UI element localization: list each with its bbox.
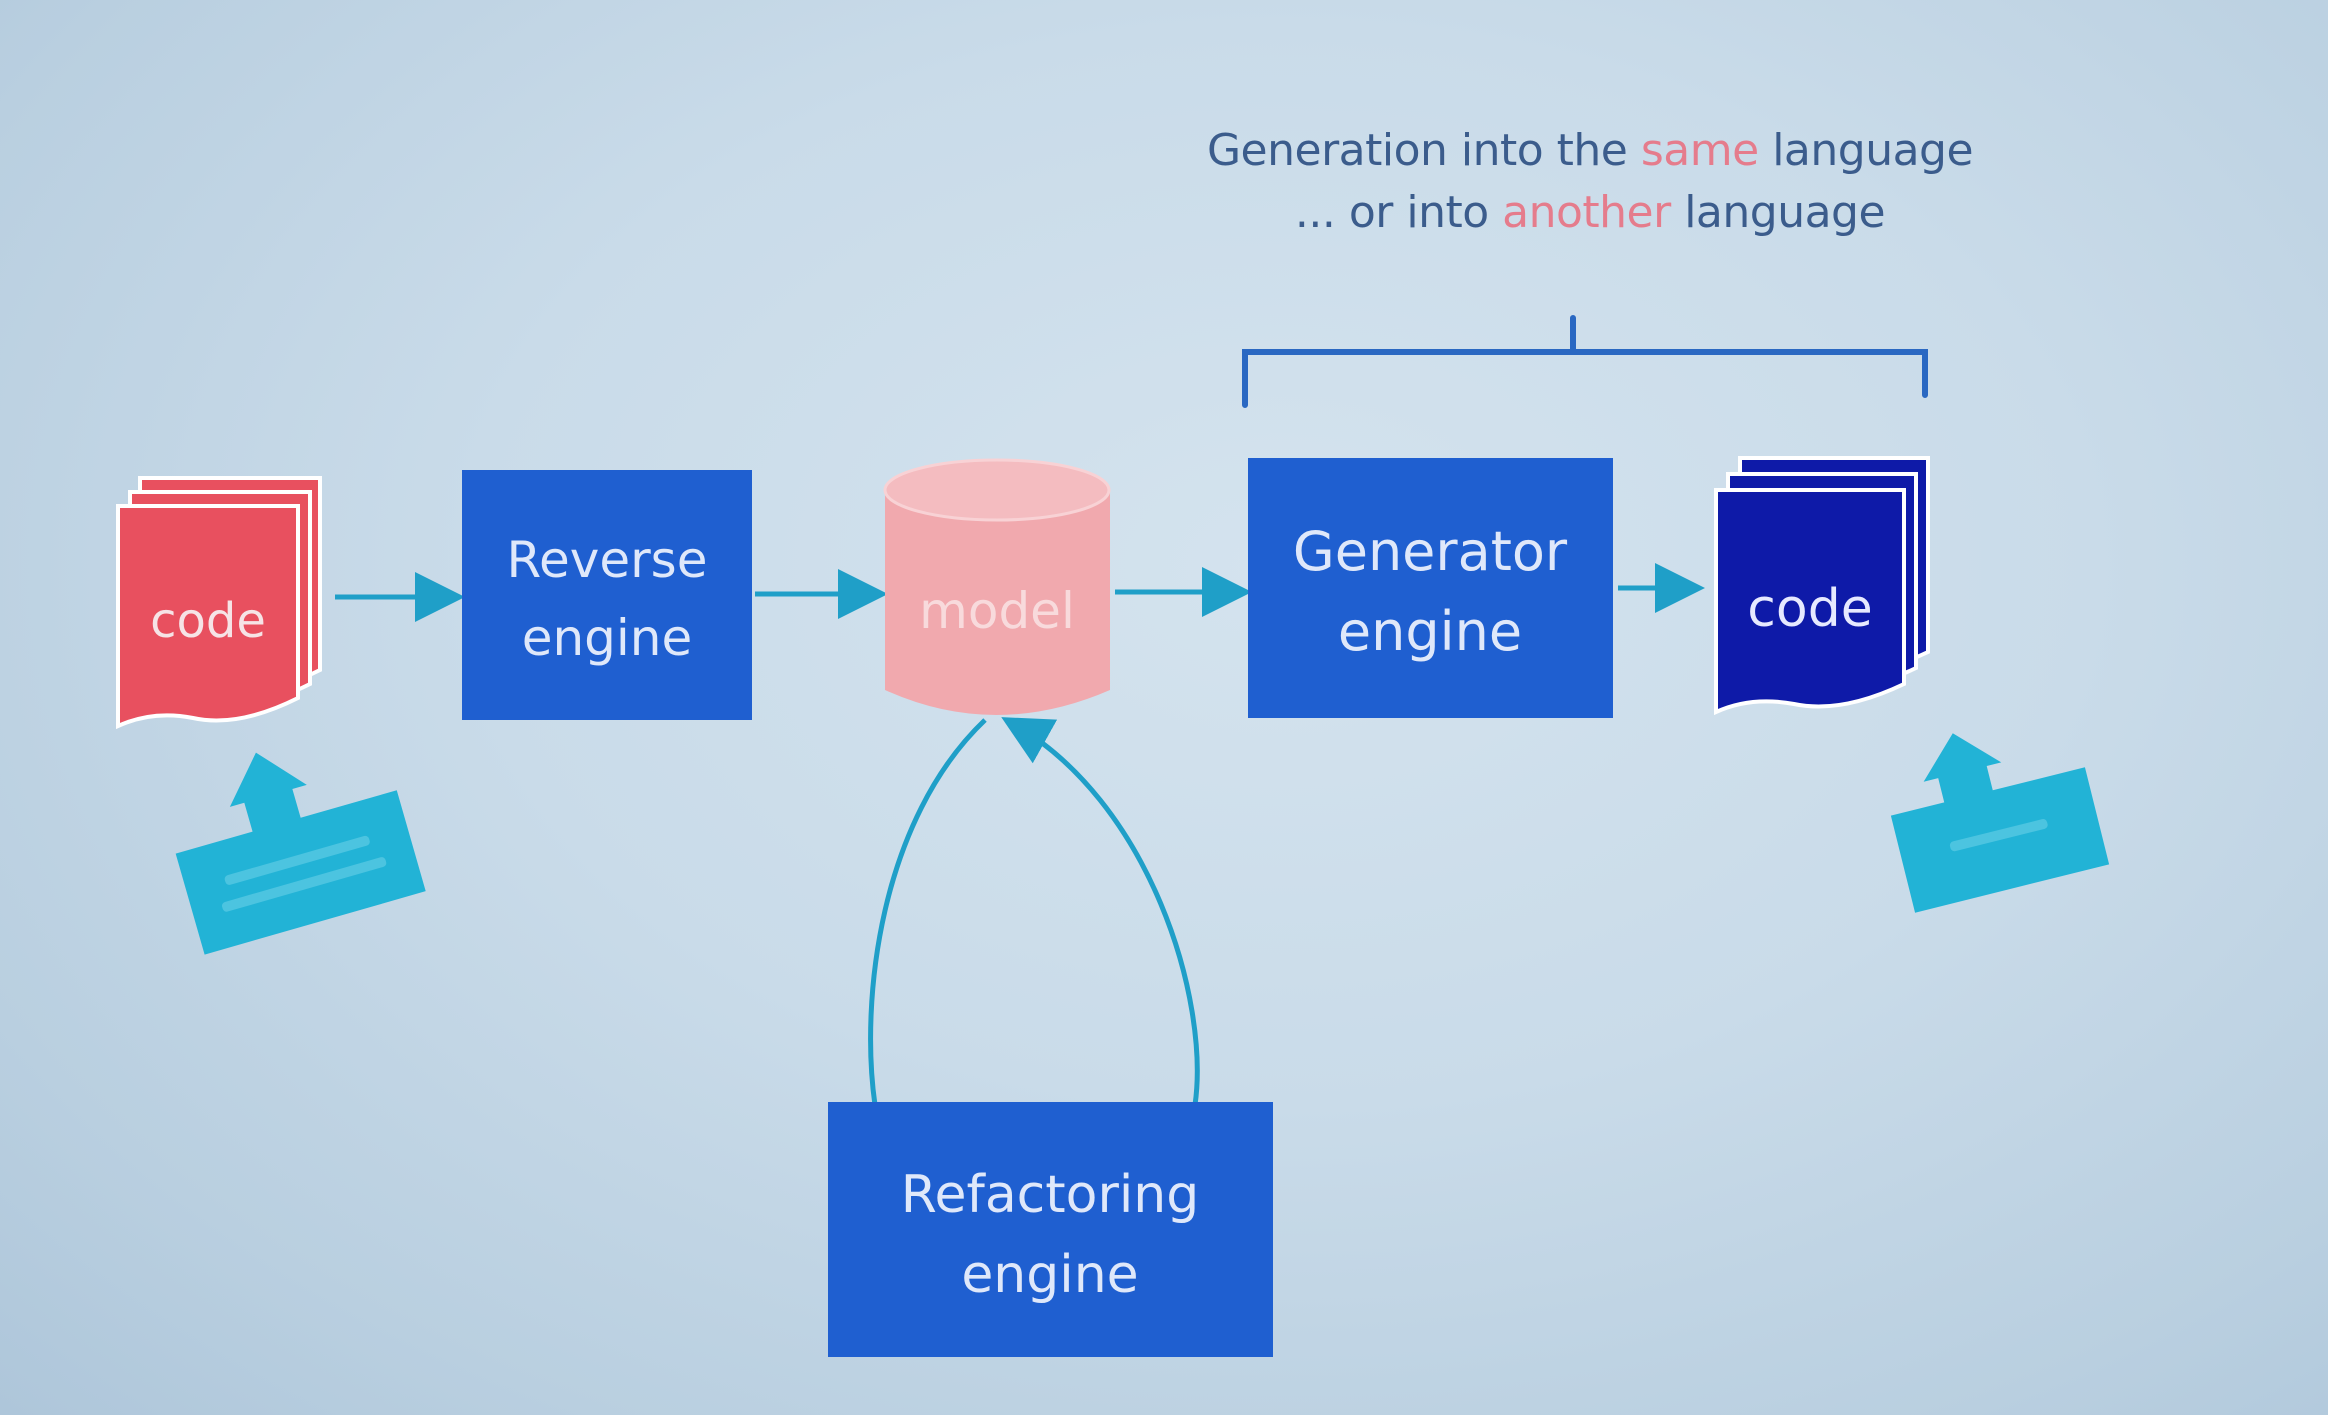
reverse-engine-label-line1: Reverse — [507, 531, 708, 589]
refactoring-engine-label-line2: engine — [961, 1245, 1138, 1305]
caption-highlight-same: same — [1640, 125, 1759, 176]
caption-line-2-text: ... or into — [1294, 187, 1503, 238]
generator-engine-label-line1: Generator — [1293, 520, 1568, 583]
caption-line-1: Generation into the same language — [1140, 120, 2040, 182]
target-code-document-icon — [1714, 456, 1930, 716]
generation-caption: Generation into the same language ... or… — [1140, 120, 2040, 244]
refactoring-loop-out — [868, 718, 987, 1106]
caption-line-2-end: language — [1670, 187, 1886, 238]
caption-line-1-text: Generation into the — [1206, 125, 1641, 176]
generation-bracket — [1242, 315, 1928, 408]
reverse-engine-box — [462, 470, 752, 720]
caption-highlight-another: another — [1502, 187, 1671, 238]
refactoring-engine-box — [828, 1102, 1273, 1357]
target-code-label: code — [1747, 579, 1872, 639]
caption-line-1-end: language — [1758, 125, 1974, 176]
model-database-icon — [883, 458, 1111, 715]
reverse-engine-label-line2: engine — [522, 609, 693, 667]
source-code-label: code — [150, 593, 266, 649]
caption-line-2: ... or into another language — [1140, 182, 2040, 244]
refactoring-loop-in — [1001, 717, 1200, 1106]
source-code-document-icon — [116, 476, 322, 730]
model-label: model — [919, 582, 1075, 640]
target-sticky-note — [1890, 733, 2110, 913]
refactoring-engine-label-line1: Refactoring — [901, 1165, 1200, 1225]
generator-engine-label-line2: engine — [1338, 600, 1522, 663]
generator-engine-box — [1248, 458, 1613, 718]
source-sticky-note — [175, 752, 426, 955]
